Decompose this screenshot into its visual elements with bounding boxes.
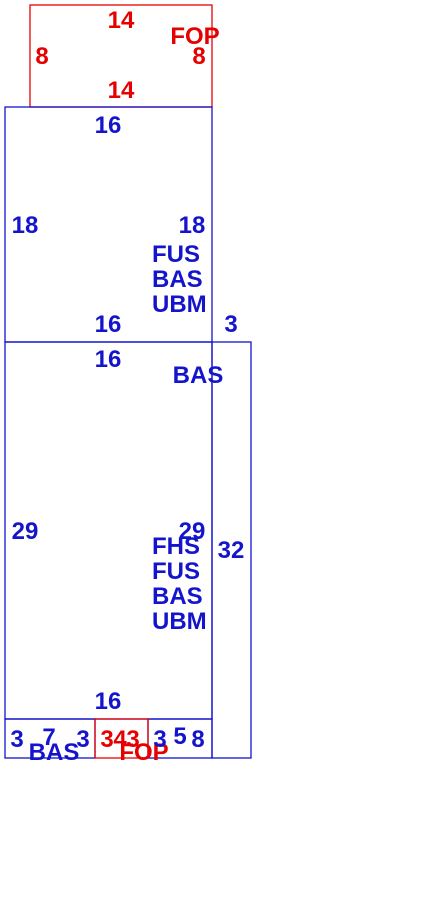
bottom-left-dim-1: 3 — [10, 726, 23, 753]
fop-top-dim-top: 14 — [108, 7, 135, 34]
fop-top-dim-left: 8 — [35, 43, 48, 70]
bottom-right-dim-3: 8 — [191, 726, 204, 753]
upper-block-code-1: FUS — [152, 241, 200, 268]
side-wing-dim-top: 3 — [224, 311, 237, 338]
bottom-left-dim-2: 7 — [42, 724, 55, 751]
fop-top-code: FOP — [170, 23, 219, 50]
fop-top-dim-bottom: 14 — [108, 77, 135, 104]
bottom-left-dim-3: 3 — [76, 726, 89, 753]
fop-top-dim-right: 8 — [192, 43, 205, 70]
fop-bottom-dim-3: 3 — [126, 726, 139, 753]
lower-block-dim-bottom: 16 — [95, 688, 122, 715]
lower-block-dim-right: 29 — [179, 518, 206, 545]
lower-block-code-1: FHS — [152, 533, 200, 560]
side-wing-dim-right: 32 — [218, 537, 245, 564]
fop-bottom-code: FOP — [119, 739, 168, 766]
upper-block-code-3: UBM — [152, 291, 207, 318]
upper-block-code-2: BAS — [152, 266, 203, 293]
fop-bottom-outline — [94, 718, 149, 759]
upper-block-dim-top: 16 — [95, 112, 122, 139]
bottom-left-code: BAS — [29, 739, 80, 766]
upper-block-dim-right: 18 — [179, 212, 206, 239]
lower-block-code-4: UBM — [152, 608, 207, 635]
side-wing-code: BAS — [173, 362, 224, 389]
fop-bottom-dim-1: 3 — [100, 726, 113, 753]
lower-block-code-2: FUS — [152, 558, 200, 585]
lower-block-dim-left: 29 — [12, 518, 39, 545]
lower-block-code-3: BAS — [152, 583, 203, 610]
upper-block-dim-left: 18 — [12, 212, 39, 239]
bottom-right-dim-2: 5 — [173, 723, 186, 750]
lower-block-dim-top: 16 — [95, 346, 122, 373]
bottom-right-dim-1: 3 — [153, 726, 166, 753]
upper-block-dim-bottom: 16 — [95, 311, 122, 338]
fop-bottom-dim-2: 4 — [113, 726, 127, 753]
